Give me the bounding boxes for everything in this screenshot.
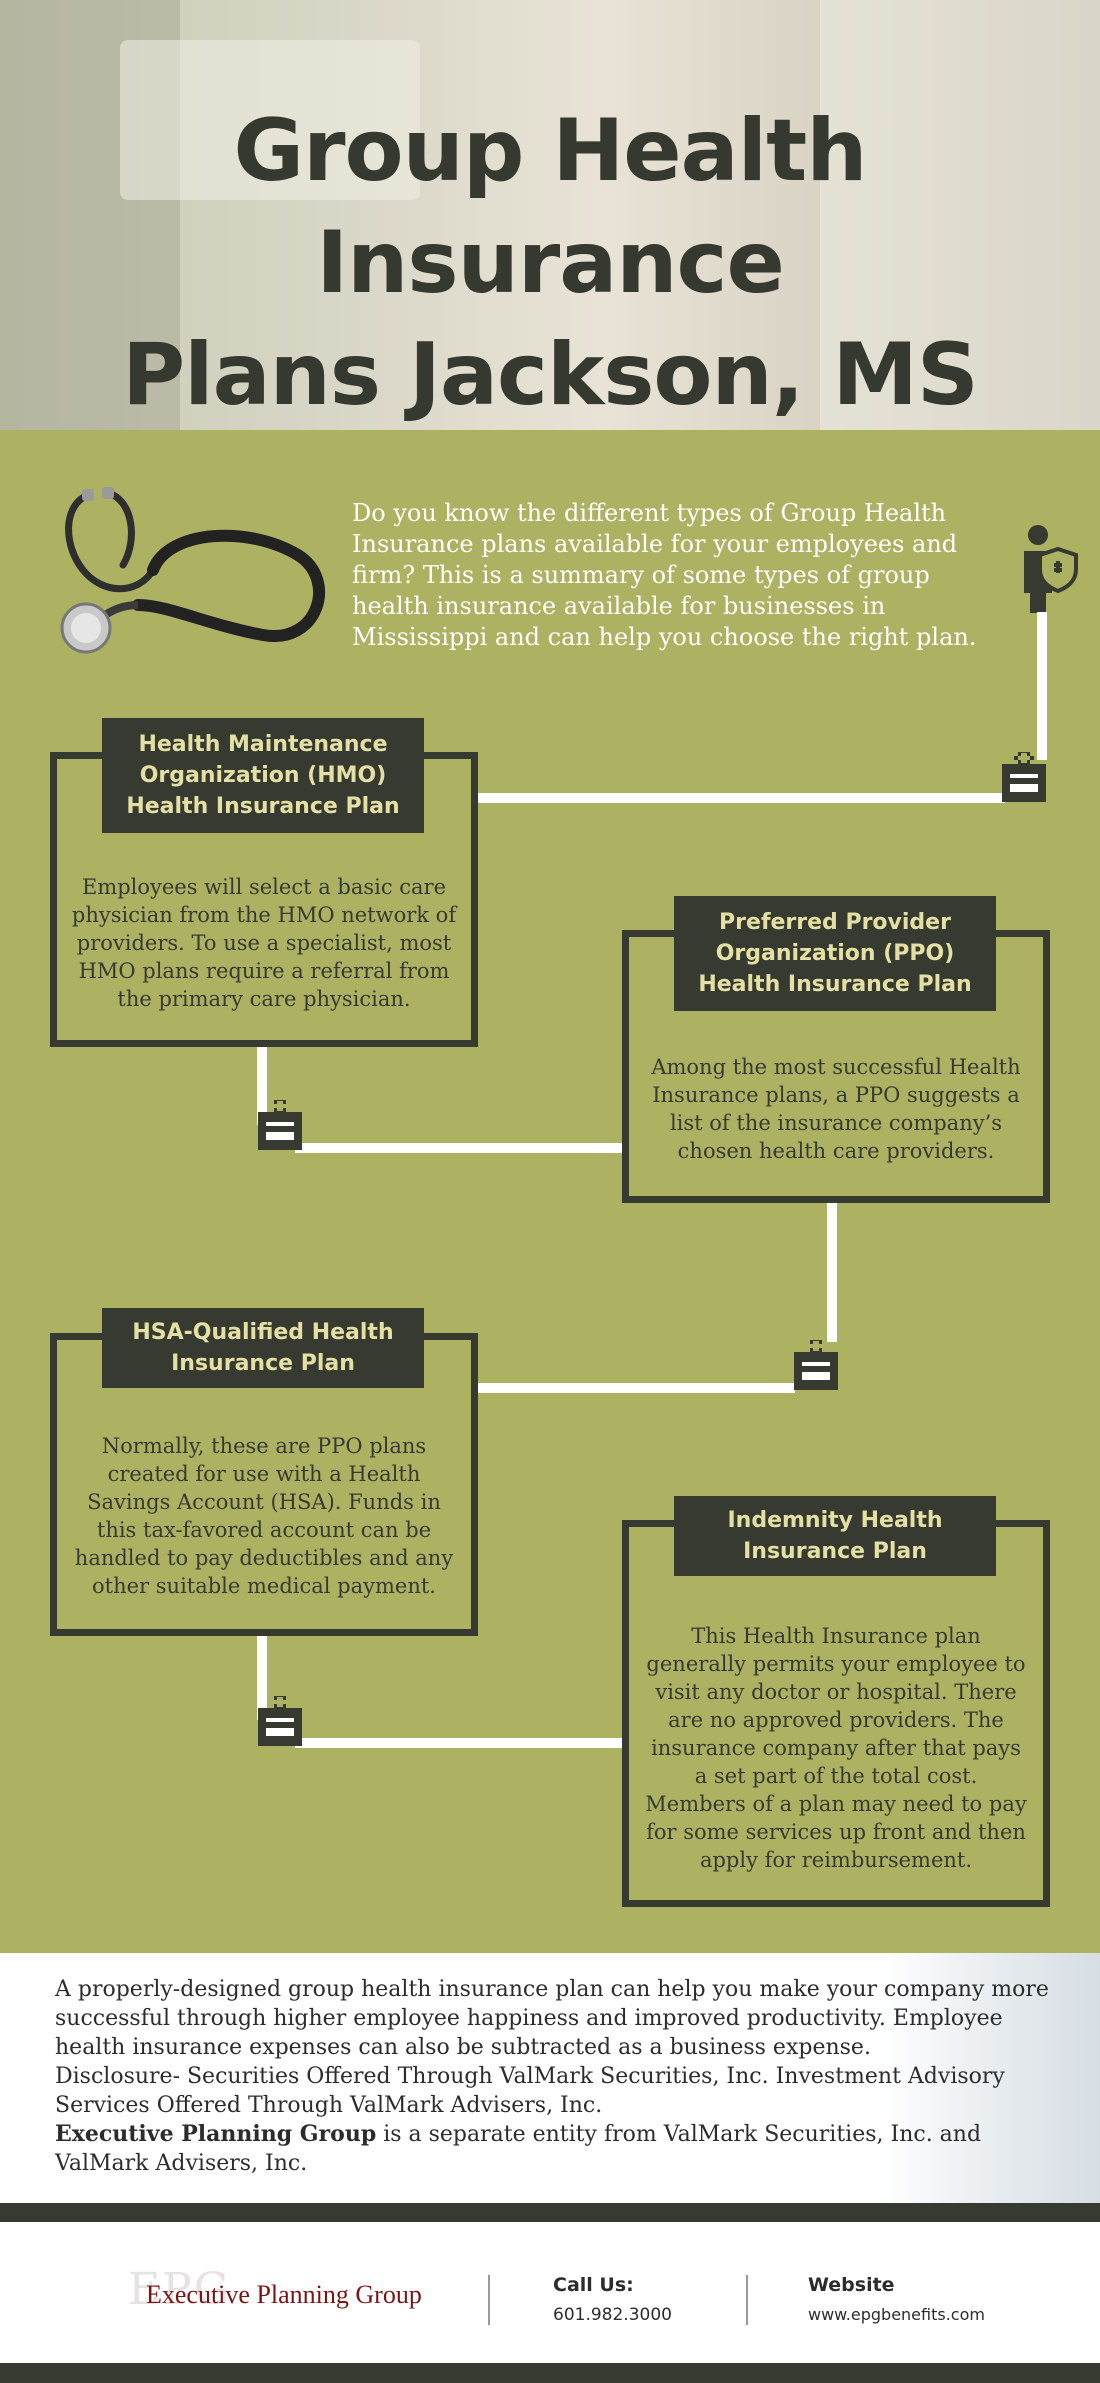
- connector-line: [257, 1635, 267, 1720]
- call-label: Call Us:: [553, 2274, 634, 2296]
- connector-line: [475, 793, 1005, 803]
- website-link[interactable]: www.epgbenefits.com: [808, 2305, 985, 2324]
- website-label: Website: [808, 2274, 895, 2296]
- medical-kit-icon: [258, 1696, 302, 1746]
- plan-description-indemnity: This Health Insurance plan generally per…: [645, 1624, 1027, 1872]
- footer-text: A properly-designed group health insuran…: [55, 1975, 1055, 2178]
- logo-watermark: EPG: [128, 2264, 231, 2315]
- medical-kit-icon: [258, 1100, 302, 1150]
- contact-divider: [746, 2275, 748, 2325]
- footer-section: [0, 1953, 1100, 2203]
- stethoscope-icon: [60, 487, 326, 654]
- doctor-shield-icon: [1024, 525, 1078, 613]
- intro-text: Do you know the different types of Group…: [352, 499, 977, 651]
- plan-title-ppo: Preferred Provider Organization (PPO) He…: [674, 896, 996, 1011]
- phone-number[interactable]: 601.982.3000: [553, 2305, 672, 2325]
- logo-name: Executive Planning Group: [146, 2280, 422, 2309]
- medical-kit-icon: [1002, 752, 1046, 802]
- divider-bar: [0, 2203, 1100, 2222]
- connector-line: [295, 1143, 625, 1153]
- footer-entity-name: Executive Planning Group: [55, 2121, 377, 2147]
- bottom-bar: [0, 2363, 1100, 2383]
- connector-line: [827, 1197, 837, 1342]
- hero-photo-pharmacist: [820, 0, 1100, 430]
- footer-photo-doctor: [880, 1953, 1100, 2203]
- plan-title-indemnity: Indemnity Health Insurance Plan: [674, 1496, 996, 1576]
- medical-kit-icon: [794, 1340, 838, 1390]
- footer-entity-text: is a separate entity from ValMark Securi…: [55, 2122, 982, 2176]
- footer-entity-note: Executive Planning Group is a separate e…: [55, 2120, 1055, 2178]
- plan-title-hsa: HSA-Qualified Health Insurance Plan: [102, 1308, 424, 1388]
- hero-banner: Group Health Insurance Plans Jackson, MS: [0, 0, 1100, 430]
- connector-line: [257, 1045, 267, 1125]
- contact-divider: [488, 2275, 490, 2325]
- page-title-line2: Plans Jackson, MS: [122, 325, 979, 425]
- connector-line: [475, 1383, 795, 1393]
- page-title-line1: Group Health Insurance: [233, 101, 868, 313]
- footer-disclosure: Disclosure- Securities Offered Through V…: [55, 2064, 1005, 2118]
- connector-line: [295, 1738, 625, 1748]
- plan-description-hmo: Employees will select a basic care physi…: [71, 875, 457, 1011]
- page-title: Group Health Insurance Plans Jackson, MS: [0, 95, 1100, 430]
- plans-section: [0, 430, 1100, 1953]
- connector-line: [1037, 612, 1047, 760]
- plan-title-hmo: Health Maintenance Organization (HMO) He…: [102, 718, 424, 833]
- plan-description-hsa: Normally, these are PPO plans created fo…: [74, 1434, 454, 1598]
- contact-strip: EPG Executive Planning Group Call Us: 60…: [0, 2222, 1100, 2363]
- plan-description-ppo: Among the most successful Health Insuran…: [651, 1055, 1021, 1163]
- hero-photo-register: [120, 40, 420, 200]
- footer-paragraph: A properly-designed group health insuran…: [55, 1977, 1049, 2060]
